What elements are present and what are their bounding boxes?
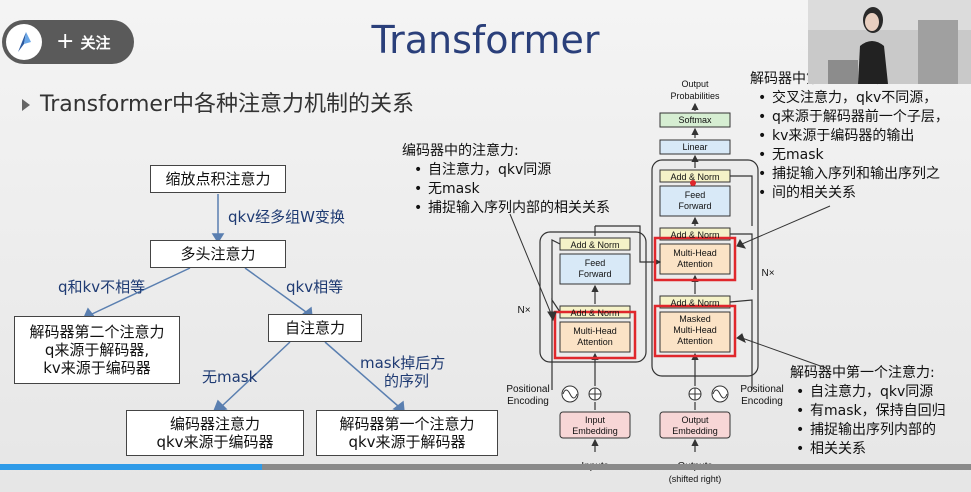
dec2-line-1: 解码器第二个注意力 [29,323,165,341]
follow-button[interactable]: + 关注 [2,20,134,64]
self-attention-box: 自注意力 [268,314,362,342]
slide-bullet: Transformer中各种注意力机制的关系 [22,86,414,118]
masked-label-1: Masked [679,314,711,324]
edge-label-root: qkv经多组W变换 [228,208,345,226]
decoder-first-item: 相关关系 [796,440,946,459]
enc-attn-line-1: 编码器注意力 [169,415,260,433]
enc-mha-label-2: Attention [577,337,613,347]
decoder-first-attention-box: 解码器第一个注意力 qkv来源于解码器 [316,410,498,456]
enc-nx-label: N× [517,305,530,316]
encoder-note-title: 编码器中的注意力: [402,143,519,159]
scaled-dot-product-box: 缩放点积注意力 [150,165,286,193]
encoder-note-item: 无mask [414,180,610,199]
decoder-cross-item: 交叉注意力，qkv不同源， [758,89,949,108]
output-probs-1: Output [681,79,709,89]
slide-title: Transformer [371,18,600,62]
bullet-text: Transformer中各种注意力机制的关系 [40,92,415,117]
multi-head-box: 多头注意力 [150,240,286,268]
output-embedding-label-2: Embedding [672,426,718,436]
input-embedding-block [559,411,631,439]
decoder-cross-item: kv来源于编码器的输出 [758,127,949,146]
enc-add-norm-1-label: Add & Norm [570,308,619,318]
video-progress-fill [0,464,263,470]
decoder-cross-item: q来源于解码器前一个子层， [758,108,949,127]
enc-mha-label-1: Multi-Head [573,326,617,336]
dec-ff-label-1: Feed [685,190,706,200]
linear-label: Linear [682,142,707,152]
input-embedding-label-1: Input [585,415,606,425]
encoder-attention-box: 编码器注意力 qkv来源于编码器 [126,410,304,456]
decoder-cross-attention-note: 解码器中第二个注意力: 交叉注意力，qkv不同源， q来源于解码器前一个子层， … [750,70,949,203]
edge-mask-line-1: mask掉后方 [360,354,446,372]
edge-label-right: qkv相等 [286,278,344,296]
enc-add-norm-2-label: Add & Norm [570,240,619,250]
dec-positional-label-2: Encoding [741,396,783,407]
bullet-triangle-icon [22,99,30,111]
enc-ff-label-2: Forward [578,269,611,279]
dec-cross-attention-highlight [653,236,737,282]
multi-head-label: 多头注意力 [180,245,256,263]
dec-positional-label-1: Positional [740,384,783,395]
input-embedding-label-2: Embedding [572,426,618,436]
dec1-line-2: qkv来源于解码器 [348,433,466,451]
dec-mha-label-1: Multi-Head [673,248,717,258]
enc-positional-label-2: Encoding [507,396,549,407]
enc-feed-forward [559,253,631,285]
decoder-first-item: 捕捉输出序列内部的 [796,421,946,440]
presenter-video[interactable] [808,0,971,84]
enc-attn-line-2: qkv来源于编码器 [156,433,274,451]
edge-mask-line-2: 的序列 [384,372,430,390]
dec-ff-label-2: Forward [678,201,711,211]
decoder-first-attention-note: 解码器中第一个注意力: 自注意力，qkv同源 有mask，保持自回归 捕捉输出序… [790,364,946,459]
dec-add-norm-1-label: Add & Norm [670,298,719,308]
outputs-label-2: (shifted right) [669,474,722,484]
decoder-cross-item: 无mask [758,146,949,165]
dec2-line-2: q来源于解码器, [44,341,150,359]
encoder-note-item: 自注意力，qkv同源 [414,161,610,180]
dec-nx-label: N× [761,268,774,279]
dec-feed-forward [659,185,731,217]
dec-masked-attention-block [659,311,731,353]
decoder-first-item: 自注意力，qkv同源 [796,383,946,402]
video-progress-track[interactable] [0,464,971,470]
scaled-dot-product-label: 缩放点积注意力 [165,170,271,188]
edge-label-nomask: 无mask [202,368,258,386]
dec-mha-label-2: Attention [677,259,713,269]
enc-attention-highlight [553,310,637,360]
masked-label-3: Attention [677,336,713,346]
dec-add-norm-3-label: Add & Norm [670,172,719,182]
decoder-cross-item: 间的相关关系 [758,184,949,203]
linear-block [659,139,731,155]
softmax-block [659,112,731,128]
enc-positional-label-1: Positional [506,384,549,395]
self-attention-label: 自注意力 [284,319,345,337]
encoder-attention-note: 编码器中的注意力: 自注意力，qkv同源 无mask 捕捉输入序列内部的相关关系 [402,142,610,218]
output-probs-2: Probabilities [670,91,720,101]
masked-label-2: Multi-Head [673,325,717,335]
softmax-label: Softmax [678,115,712,125]
encoder-note-item: 捕捉输入序列内部的相关关系 [414,199,610,218]
plus-icon: + [56,29,75,54]
enc-ff-label-1: Feed [585,258,606,268]
decoder-first-title: 解码器中第一个注意力: [790,365,935,381]
dec-add-norm-2-label: Add & Norm [670,230,719,240]
follow-label: 关注 [80,33,111,52]
output-embedding-label-1: Output [681,415,709,425]
dec1-line-1: 解码器第一个注意力 [339,415,475,433]
decoder-second-attention-box: 解码器第二个注意力 q来源于解码器, kv来源于编码器 [14,316,180,384]
edge-label-left: q和kv不相等 [58,278,146,296]
enc-attention-block [559,321,631,353]
decoder-first-item: 有mask，保持自回归 [796,402,946,421]
decoder-cross-item: 捕捉输入序列和输出序列之 [758,165,949,184]
dec2-line-3: kv来源于编码器 [43,359,151,377]
output-embedding-block [659,411,731,439]
channel-logo-icon [6,24,42,60]
edge-label-mask: mask掉后方 的序列 [360,354,445,390]
dec-masked-attention-highlight [653,304,737,358]
